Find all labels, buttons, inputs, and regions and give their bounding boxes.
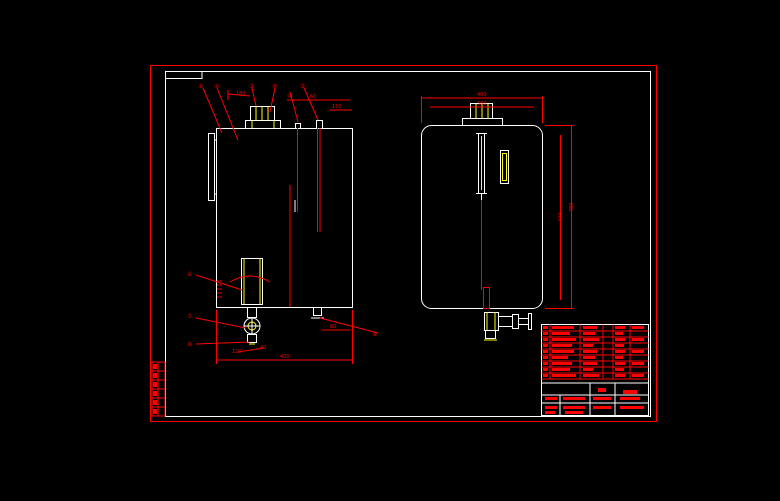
- front-view: 400 380 480 440: [421, 92, 575, 341]
- drain-valve: [243, 307, 261, 345]
- dim-top-a: 180: [236, 91, 246, 97]
- dim-height-inner: 440: [558, 212, 564, 222]
- corner-tab: [165, 71, 203, 79]
- outer-sheet-border: [150, 65, 657, 422]
- side-view: ① ② ③ ④ ⑤ ⑥ ⑦ ⑧ ⑨ ⑩ 400 120 40 80 180 60…: [187, 83, 379, 364]
- top-port-2: [316, 120, 323, 129]
- balloon-9: ⑨: [372, 331, 377, 338]
- balloon-5: ⑤: [300, 83, 305, 90]
- title-block: [541, 324, 649, 416]
- dim-inner-width: 380: [477, 101, 487, 107]
- balloon-2: ②: [214, 83, 220, 90]
- title-area: [541, 382, 649, 416]
- leaders: [195, 87, 379, 364]
- balloon-6: ⑥: [187, 271, 192, 278]
- front-dimension-lines: [421, 96, 574, 309]
- balloon-8: ⑧: [187, 341, 192, 348]
- side-dimensions: 400 120 40 80 180 60 150: [232, 91, 342, 360]
- dim-top-b: 60: [310, 94, 316, 100]
- dim-top-width: 400: [477, 92, 487, 98]
- front-dimensions: 400 380 480 440: [477, 92, 575, 222]
- dim-overall-width: 400: [280, 354, 290, 360]
- tank-body-side: [216, 128, 353, 308]
- dim-height-right: 480: [569, 202, 575, 212]
- balloons: ① ② ③ ④ ⑤ ⑥ ⑦ ⑧ ⑨ ⑩: [187, 83, 377, 348]
- dim-bottom-a: 120: [232, 349, 242, 355]
- parts-list-text-blocks: [543, 326, 644, 377]
- bottom-outlet: [313, 307, 322, 316]
- balloon-4: ④: [272, 83, 277, 90]
- inner-sheet-border: [165, 71, 651, 417]
- parts-list: [541, 324, 649, 380]
- dim-bottom-c: 80: [330, 324, 336, 330]
- balloon-3: ③: [249, 83, 254, 90]
- filler-cap: [245, 106, 281, 129]
- dim-top-c: 150: [332, 104, 342, 110]
- balloon-10: ⑩: [287, 93, 292, 100]
- revision-strip: [151, 361, 166, 417]
- front-drain-pipe: [483, 287, 490, 309]
- top-port-1: [295, 123, 301, 129]
- balloon-1: ①: [198, 83, 203, 90]
- strainer: [229, 258, 271, 305]
- dim-bottom-b: 40: [260, 345, 266, 351]
- level-gauge: [476, 133, 487, 200]
- front-filler-cap: [462, 103, 503, 126]
- balloon-7: ⑦: [187, 313, 193, 320]
- front-valve: [484, 312, 532, 341]
- side-bracket: [208, 133, 215, 201]
- title-area-text-blocks: [545, 388, 644, 414]
- thermometer: [500, 150, 509, 184]
